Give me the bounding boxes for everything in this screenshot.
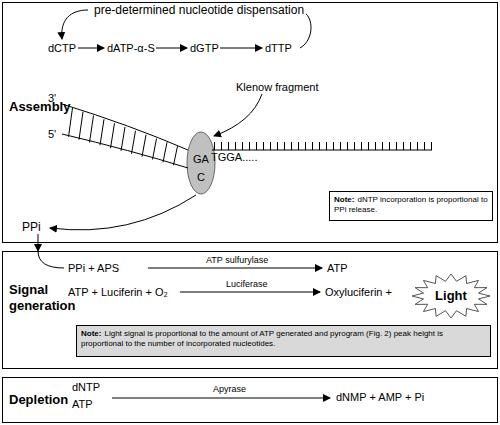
text-label: dATP-α-S (107, 42, 155, 54)
text-label: PPi + APS (68, 262, 119, 274)
leader-arrow (214, 94, 262, 136)
reaction-arrow (180, 292, 320, 293)
light-text: Light (411, 288, 491, 303)
primer-hatch (69, 108, 178, 165)
text-label: 5' (48, 128, 56, 140)
text-label: dNTP (72, 381, 100, 393)
template-ticks (214, 142, 432, 150)
text-label: pre-determined nucleotide dispensation (92, 4, 306, 17)
note-text: Light signal is proportional to the amou… (81, 329, 443, 348)
text-label: PPi (22, 221, 41, 234)
ellipse-outline (187, 132, 215, 194)
reaction-arrow (148, 268, 322, 269)
sequence-arrow (78, 48, 104, 49)
text-label: ATP (327, 262, 348, 274)
light-burst: Light (411, 273, 491, 319)
text-label: ATP (72, 398, 93, 410)
primer-strand (62, 104, 188, 168)
sequence-arrow (156, 48, 187, 49)
text-label: dTTP (265, 42, 292, 54)
text-label: Oxyluciferin + (325, 286, 392, 298)
template-strand (212, 150, 432, 151)
ppi-release-arrow (50, 195, 196, 230)
text-label: Apyrase (213, 385, 246, 395)
reaction-arrow (112, 398, 330, 399)
text-label: dGTP (190, 42, 219, 54)
ppi-arrow-segment (38, 251, 64, 268)
note-box: Note:dNTP incorporation is proportional … (329, 191, 493, 221)
note-box: Note:Light signal is proportional to the… (76, 325, 491, 357)
text-label: ATP sulfurylase (206, 256, 268, 266)
burst-outline (412, 274, 490, 318)
ppi-arrow-segment (38, 234, 39, 243)
note-text: dNTP incorporation is proportional to PP… (334, 195, 488, 214)
text-label: dNMP + AMP + Pi (336, 391, 424, 403)
text-label: dCTP (48, 42, 76, 54)
text-label: ATP + Luciferin + O₂ (68, 286, 168, 298)
text-label: 3' (48, 92, 56, 104)
sequence-arrow (220, 48, 262, 49)
text-label: Luciferase (226, 280, 268, 290)
dispensation-loop (62, 10, 88, 39)
flow-connector (38, 243, 39, 251)
base-letters: C (186, 171, 216, 183)
panel-heading: Assembly (9, 99, 79, 115)
stage-panel: AssemblyNote:dNTP incorporation is propo… (2, 2, 498, 243)
note-heading: Note: (81, 329, 101, 338)
text-label: TGGA..... (211, 151, 257, 163)
note-heading: Note: (334, 195, 354, 204)
text-label: Klenow fragment (236, 81, 319, 93)
